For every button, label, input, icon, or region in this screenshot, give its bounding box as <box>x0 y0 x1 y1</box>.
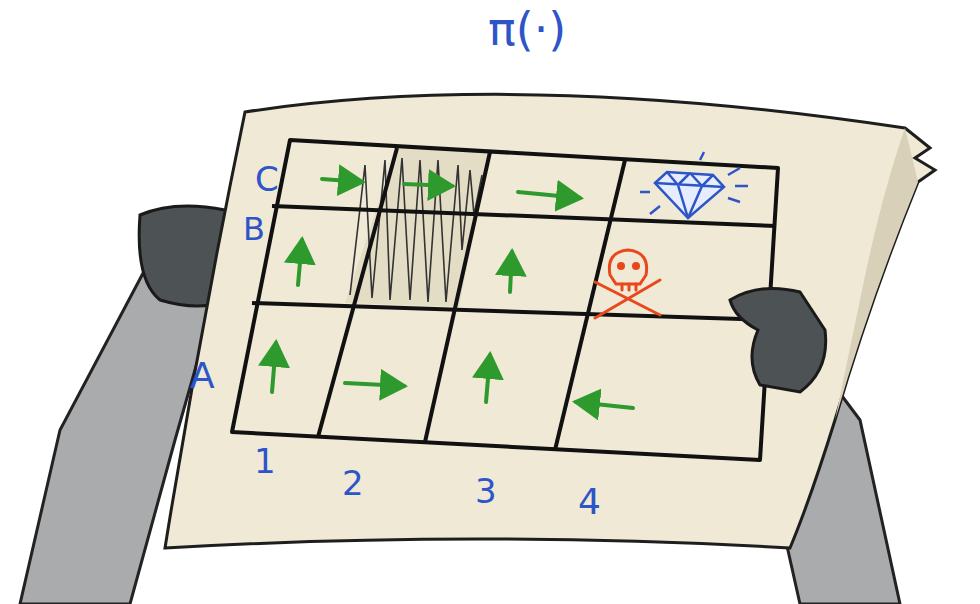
policy-arrow <box>322 179 362 182</box>
skull-trap <box>595 250 660 318</box>
column-label: 4 <box>578 484 601 520</box>
grid-lines <box>232 140 778 460</box>
row-label: B <box>243 213 265 245</box>
diamond-facets <box>655 172 724 218</box>
column-label: 2 <box>342 466 364 500</box>
row-label: C <box>255 162 279 196</box>
policy-arrow <box>404 184 452 186</box>
shaded-wall-cell <box>345 148 490 307</box>
grid-border <box>232 140 778 460</box>
policy-arrow <box>576 402 633 408</box>
robot-hand <box>730 288 826 392</box>
grid-line <box>425 152 490 442</box>
diamond-rays <box>640 152 748 214</box>
policy-arrow <box>518 192 580 198</box>
paper-shade <box>835 128 918 420</box>
crossbones <box>595 280 660 318</box>
paper-map <box>165 94 935 548</box>
policy-arrow <box>272 343 276 392</box>
policy-arrow <box>486 355 490 402</box>
skull-eye <box>632 262 640 270</box>
skull-teeth <box>622 284 636 290</box>
grid-line <box>272 206 776 226</box>
policy-title: π(·) <box>488 6 566 52</box>
grid-line <box>318 148 397 437</box>
row-label: A <box>190 358 215 394</box>
policy-arrow <box>510 252 512 292</box>
policy-arrow <box>345 383 404 386</box>
column-label: 1 <box>254 444 276 478</box>
column-label: 3 <box>475 474 497 508</box>
skull <box>609 250 646 284</box>
diamond-goal <box>640 152 748 218</box>
policy-arrows <box>272 179 633 408</box>
grid-line <box>252 303 768 320</box>
policy-arrow <box>298 240 302 285</box>
diamond-outline <box>655 172 724 218</box>
skull-eye <box>617 262 625 270</box>
